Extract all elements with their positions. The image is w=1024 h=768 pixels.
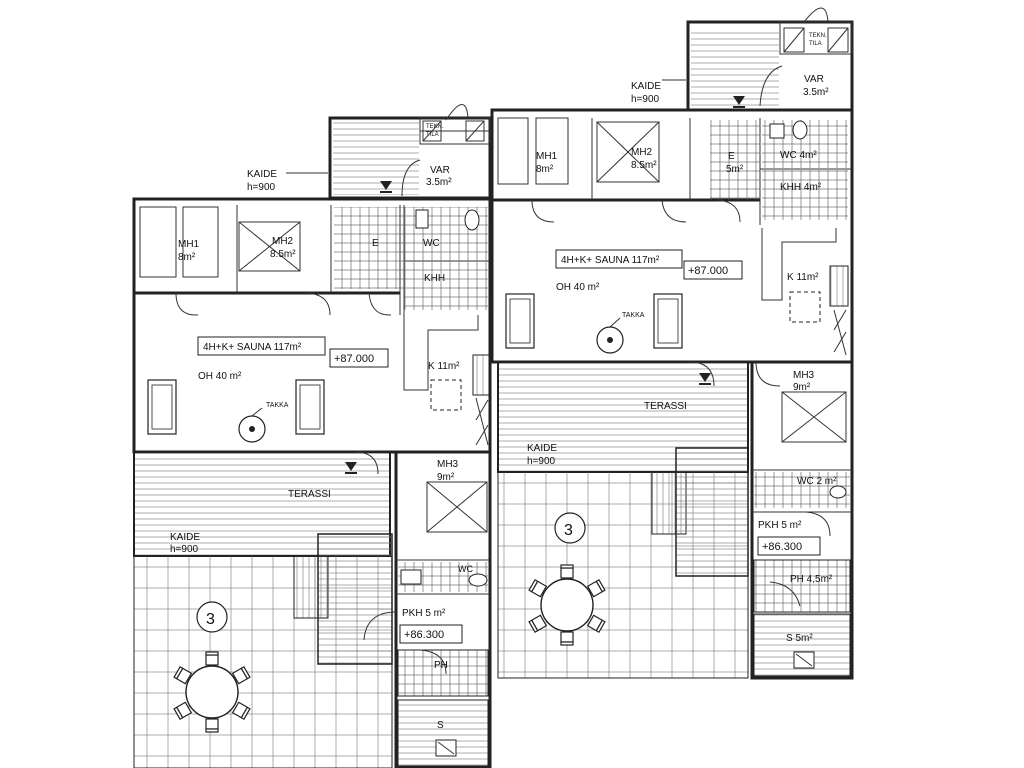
tekn-label: TEKN. (426, 124, 444, 130)
mh3-label: MH3 (793, 370, 815, 381)
mh3-area: 9m² (793, 382, 811, 393)
oh-label: OH 40 m² (198, 371, 242, 382)
takka-label: TAKKA (266, 402, 289, 409)
mh1-label: MH1 (178, 239, 200, 250)
level2-label: +86.300 (404, 629, 444, 641)
level2-label: +86.300 (762, 541, 802, 553)
k-label: K 11m² (428, 361, 460, 372)
unit-right (490, 7, 854, 680)
ph-label: PH 4,5m² (790, 574, 833, 585)
oh-label: OH 40 m² (556, 282, 600, 293)
kaide2-height: h=900 (170, 544, 199, 555)
level-label: +87.000 (334, 353, 374, 365)
k-label: K 11m² (787, 272, 819, 283)
unit-number: 3 (564, 522, 573, 539)
mh2-area: 8.5m² (631, 160, 657, 171)
mh3-area: 9m² (437, 472, 455, 483)
tekn-label: TEKN. (809, 33, 827, 39)
kaide-label: KAIDE (631, 81, 661, 92)
kaide2-label: KAIDE (527, 443, 557, 454)
khh-label: KHH (424, 273, 445, 284)
terassi-label: TERASSI (644, 401, 687, 412)
e-label: E (728, 151, 735, 162)
kaide-height: h=900 (247, 182, 276, 193)
labels-right: TEKN. TILA VAR 3.5m² KAIDE h=900 MH1 8m²… (527, 33, 837, 644)
e-label: E (372, 238, 379, 249)
mh2-label: MH2 (272, 236, 294, 247)
mh3-label: MH3 (437, 459, 459, 470)
var-label: VAR (804, 74, 824, 85)
terassi-label: TERASSI (288, 489, 331, 500)
wc2-label: WC 2 m² (797, 476, 837, 487)
kaide2-height: h=900 (527, 456, 556, 467)
kaide-label: KAIDE (247, 169, 277, 180)
s-label: S 5m² (786, 633, 813, 644)
unit-left (132, 104, 492, 768)
ph-label: PH (434, 660, 448, 671)
takka-label: TAKKA (622, 312, 645, 319)
var-area: 3.5m² (426, 177, 452, 188)
mh1-area: 8m² (178, 252, 196, 263)
mh1-label: MH1 (536, 151, 558, 162)
kaide2-label: KAIDE (170, 532, 200, 543)
apartment-type: 4H+K+ SAUNA 117m² (561, 255, 660, 266)
tila-label: TILA (426, 132, 439, 138)
unit-number: 3 (206, 611, 215, 628)
wc2-label: WC (458, 564, 473, 574)
mh1-area: 8m² (536, 164, 554, 175)
tila-label: TILA (809, 41, 822, 47)
khh-label: KHH 4m² (780, 182, 822, 193)
labels-left: TEKN. TILA VAR 3.5m² KAIDE h=900 MH1 8m²… (170, 124, 473, 731)
pkh-label: PKH 5 m² (758, 520, 802, 531)
mh2-area: 8.5m² (270, 249, 296, 260)
e-area: 5m² (726, 164, 744, 175)
mh2-label: MH2 (631, 147, 653, 158)
var-label: VAR (430, 165, 450, 176)
pkh-label: PKH 5 m² (402, 608, 446, 619)
wc-label: WC (423, 238, 440, 249)
var-area: 3.5m² (803, 87, 829, 98)
wc-label: WC 4m² (780, 150, 817, 161)
level-label: +87.000 (688, 265, 728, 277)
s-label: S (437, 720, 444, 731)
apartment-type: 4H+K+ SAUNA 117m² (203, 342, 302, 353)
kaide-height: h=900 (631, 94, 660, 105)
